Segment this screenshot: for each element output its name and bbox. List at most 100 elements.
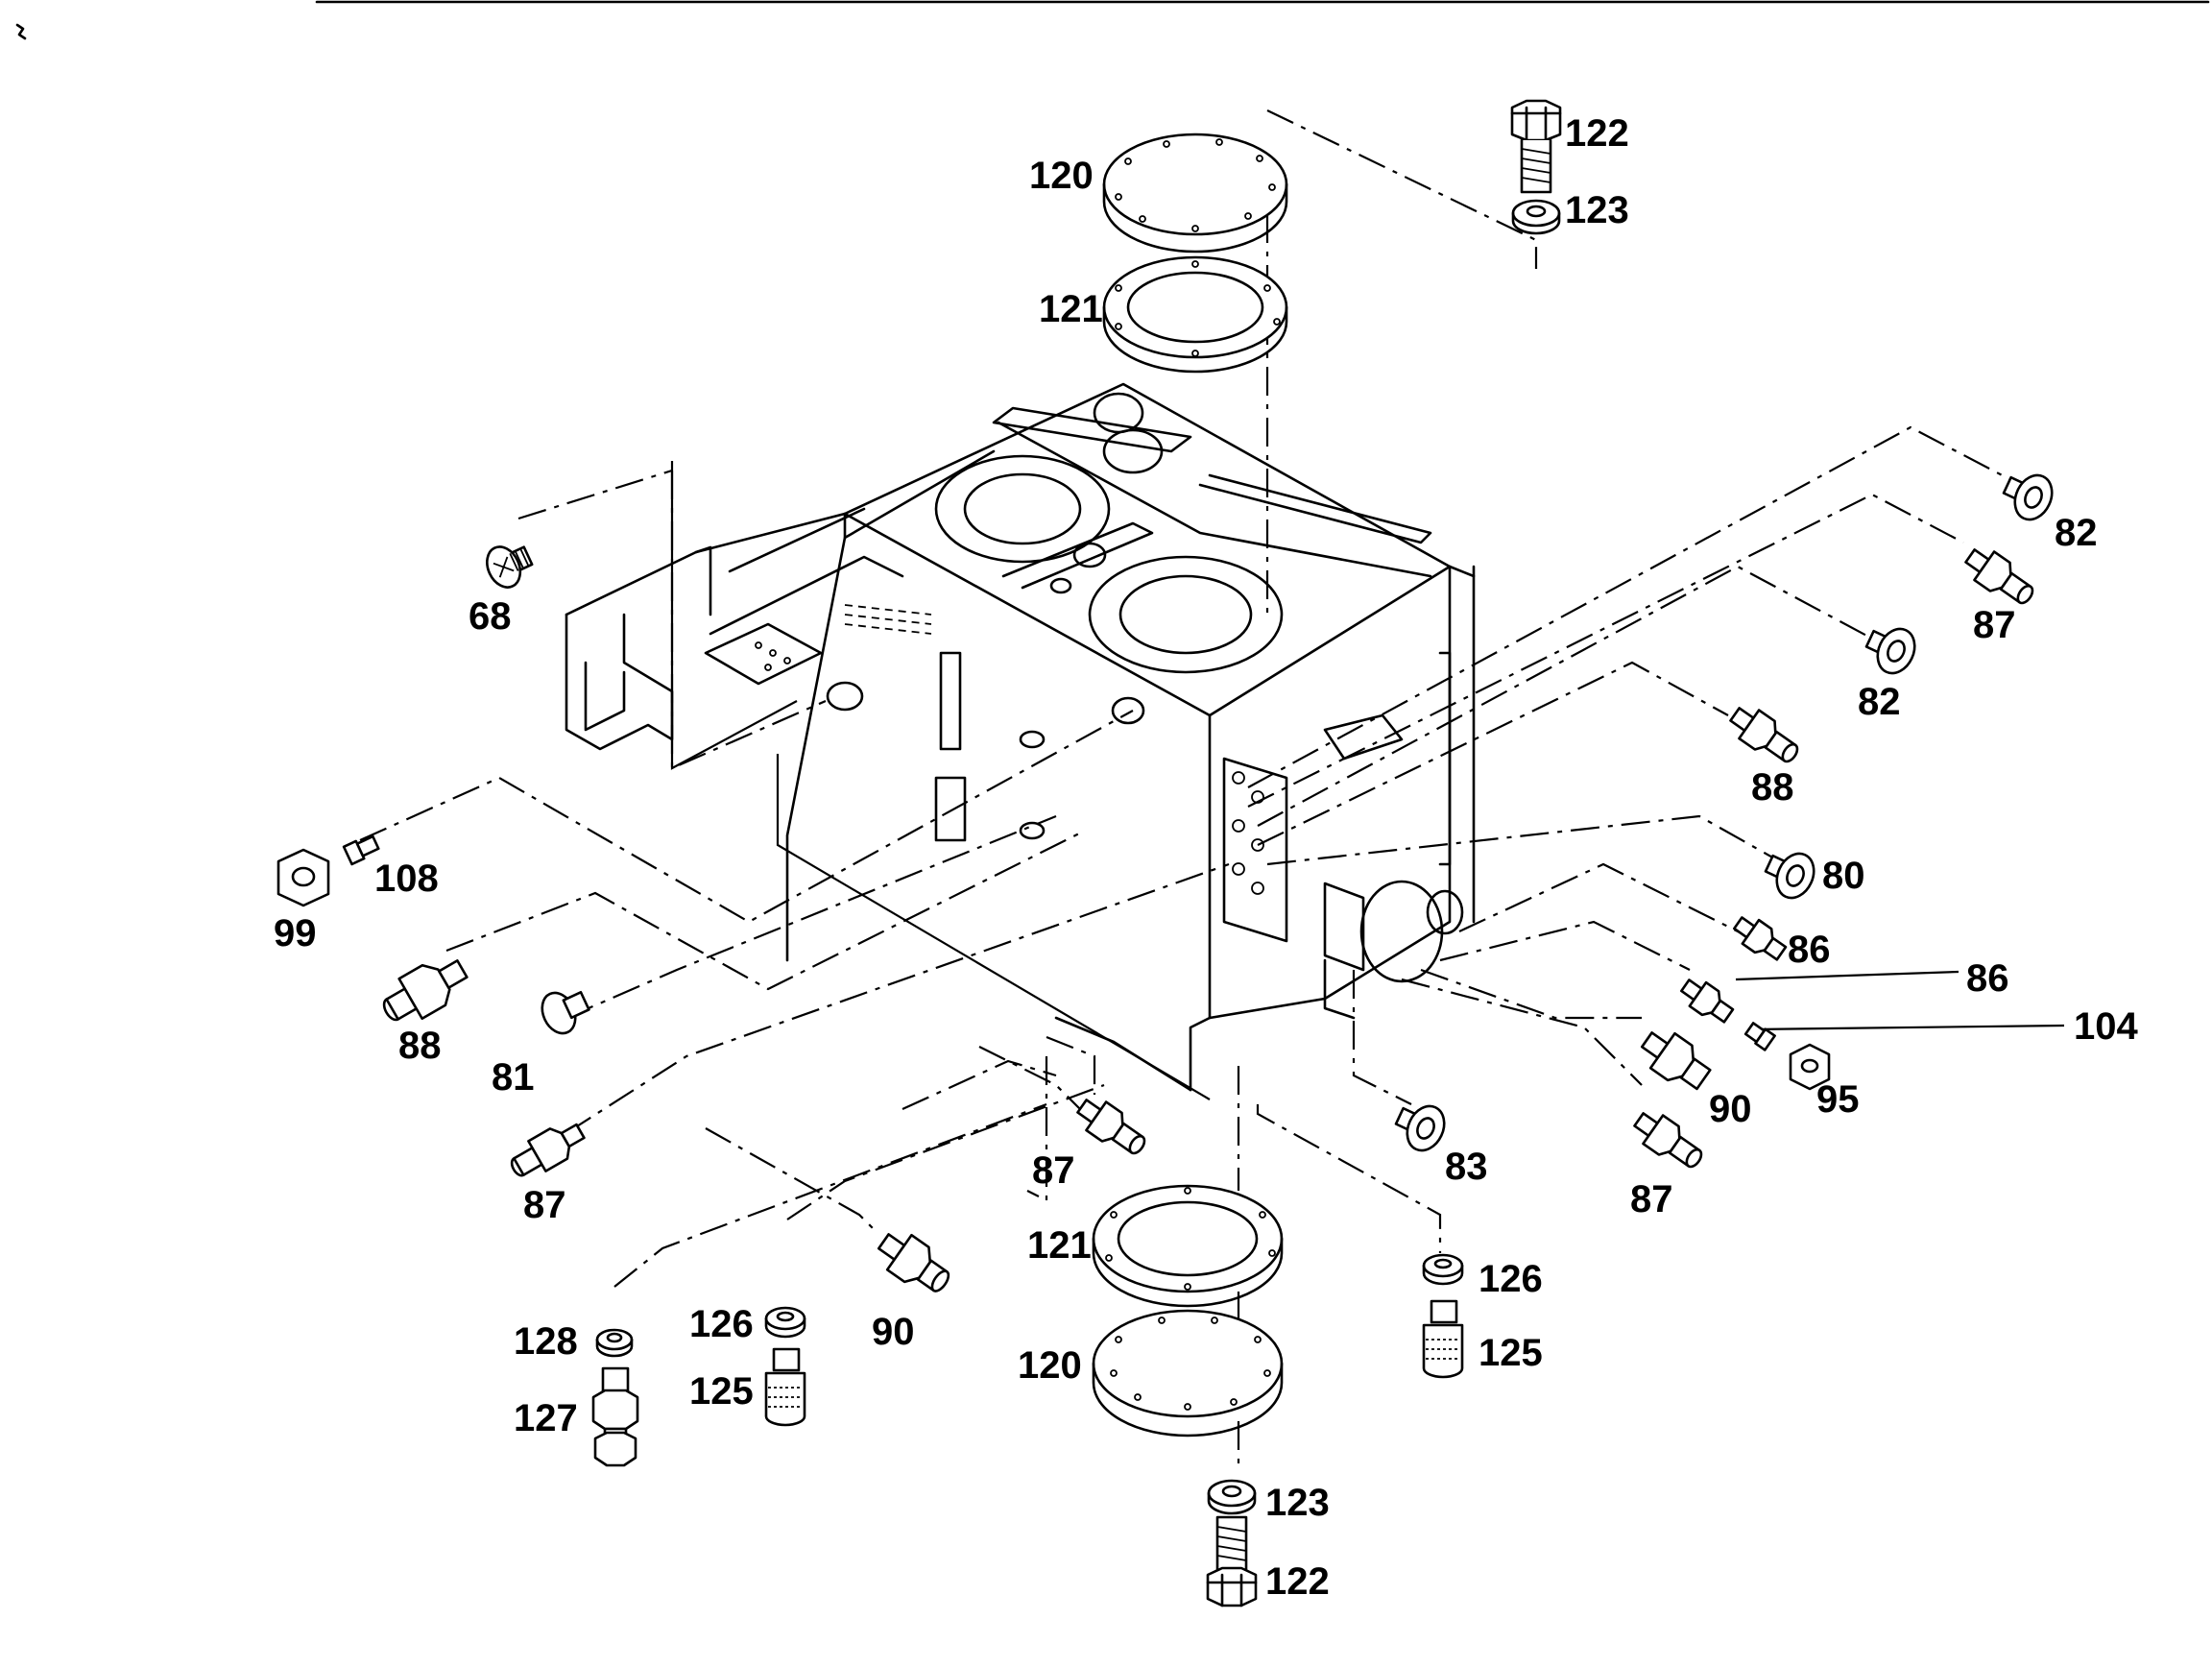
callout-122-bottom: 122 (1265, 1560, 1330, 1603)
cover-plate-icon (1092, 1309, 1284, 1437)
plug-82-a (2002, 473, 2054, 521)
plug-80 (1764, 852, 1815, 900)
fitting-86-b (1680, 978, 1735, 1024)
fitting-87-right (1633, 1112, 1703, 1169)
plug-82-b (1864, 627, 1916, 675)
fitting-90-middle (877, 1233, 950, 1293)
hex-bolt-icon (1510, 99, 1562, 194)
callout-82-a: 82 (2055, 512, 2098, 554)
gasket-ring-bottom (1092, 1184, 1284, 1308)
washer-icon (1511, 199, 1561, 235)
assembly-leader-lines (359, 109, 2012, 1469)
hose-fitting-icon (1729, 707, 1799, 763)
callout-82-b: 82 (1858, 681, 1901, 723)
strainer-plug-icon (1422, 1299, 1464, 1379)
bolt-122-top (1510, 99, 1562, 194)
callout-120-bottom: 120 (1018, 1344, 1082, 1387)
callout-labels: 120 121 122 123 68 82 87 82 88 80 86 86 … (274, 112, 2138, 1603)
gasket-ring-icon (1102, 255, 1288, 374)
callout-88-right: 88 (1751, 766, 1794, 809)
callout-90-right: 90 (1709, 1088, 1752, 1130)
washer-126-left (764, 1306, 806, 1339)
nut-99 (276, 848, 330, 907)
washer-icon (1422, 1253, 1464, 1286)
screw-plug-icon (1764, 852, 1815, 900)
callout-127: 127 (514, 1397, 578, 1439)
washer-128 (595, 1328, 634, 1358)
callout-121-top: 121 (1039, 288, 1103, 330)
washer-123-bottom (1207, 1479, 1257, 1515)
callout-104: 104 (2074, 1005, 2138, 1048)
callout-90-middle: 90 (872, 1311, 915, 1353)
cover-plate-top (1102, 133, 1288, 254)
callout-87-left: 87 (523, 1184, 566, 1226)
callout-128: 128 (514, 1320, 578, 1363)
screw-plug-icon (1864, 627, 1916, 675)
callout-80: 80 (1822, 855, 1865, 897)
callout-126-right: 126 (1479, 1258, 1543, 1300)
hex-bolt-icon (1206, 1515, 1258, 1607)
fitting-86-a (1733, 916, 1788, 961)
plug-108 (342, 834, 380, 866)
screw-plug-icon (486, 545, 534, 589)
gasket-ring-icon (1092, 1184, 1284, 1308)
washer-icon (764, 1306, 806, 1339)
bolt-127 (591, 1366, 639, 1467)
housing-body (565, 382, 1476, 1092)
cover-plate-icon (1102, 133, 1288, 254)
page-border (15, 0, 2210, 40)
callout-123-bottom: 123 (1265, 1482, 1330, 1524)
nut-95 (1789, 1043, 1831, 1091)
callout-99: 99 (274, 912, 317, 954)
callout-87-right: 87 (1630, 1178, 1673, 1220)
cover-plate-bottom (1092, 1309, 1284, 1437)
fitting-87-a (1964, 548, 2034, 605)
fitting-90-right (1640, 1031, 1712, 1091)
callout-87-middle: 87 (1032, 1149, 1075, 1192)
callout-86-a: 86 (1788, 929, 1831, 971)
callout-68: 68 (469, 595, 512, 638)
callout-126-left: 126 (689, 1303, 754, 1345)
callout-83: 83 (1445, 1146, 1488, 1188)
plug-104 (1743, 1022, 1776, 1051)
washer-icon (595, 1328, 634, 1358)
strainer-125-left (764, 1347, 806, 1427)
hose-fitting-icon (1964, 548, 2034, 605)
hose-fitting-icon (510, 1123, 586, 1177)
callout-108: 108 (374, 858, 439, 900)
plug-68 (486, 545, 534, 589)
callout-123-top: 123 (1565, 189, 1629, 231)
screw-plug-icon (342, 834, 380, 866)
hex-bolt-icon (591, 1366, 639, 1467)
fitting-87-middle (1076, 1099, 1146, 1155)
plug-81 (541, 990, 590, 1035)
plug-83 (1394, 1104, 1446, 1152)
hose-fitting-icon (877, 1233, 950, 1293)
fitting-88-right (1729, 707, 1799, 763)
screw-plug-icon (1394, 1104, 1446, 1152)
hose-fitting-icon (1633, 1112, 1703, 1169)
gasket-ring-top (1102, 255, 1288, 374)
washer-icon (1207, 1479, 1257, 1515)
washer-123-top (1511, 199, 1561, 235)
fitting-88-left (382, 959, 469, 1022)
solid-leader-lines (670, 461, 2065, 1100)
hex-nut-icon (1789, 1043, 1831, 1091)
bolt-122-bottom (1206, 1515, 1258, 1607)
strainer-plug-icon (764, 1347, 806, 1427)
screw-plug-icon (541, 990, 590, 1035)
hose-fitting-icon (382, 959, 469, 1022)
hose-fitting-icon (1640, 1031, 1712, 1091)
callout-86-b: 86 (1966, 957, 2009, 1000)
callout-88-left: 88 (398, 1025, 442, 1067)
hose-fitting-icon (1733, 916, 1788, 961)
screw-plug-icon (1743, 1022, 1776, 1051)
callout-87-a: 87 (1973, 604, 2016, 646)
hex-nut-icon (276, 848, 330, 907)
strainer-125-right (1422, 1299, 1464, 1379)
washer-126-right (1422, 1253, 1464, 1286)
hose-fitting-icon (1076, 1099, 1146, 1155)
callout-120-top: 120 (1029, 155, 1094, 197)
callout-122-top: 122 (1565, 112, 1629, 155)
